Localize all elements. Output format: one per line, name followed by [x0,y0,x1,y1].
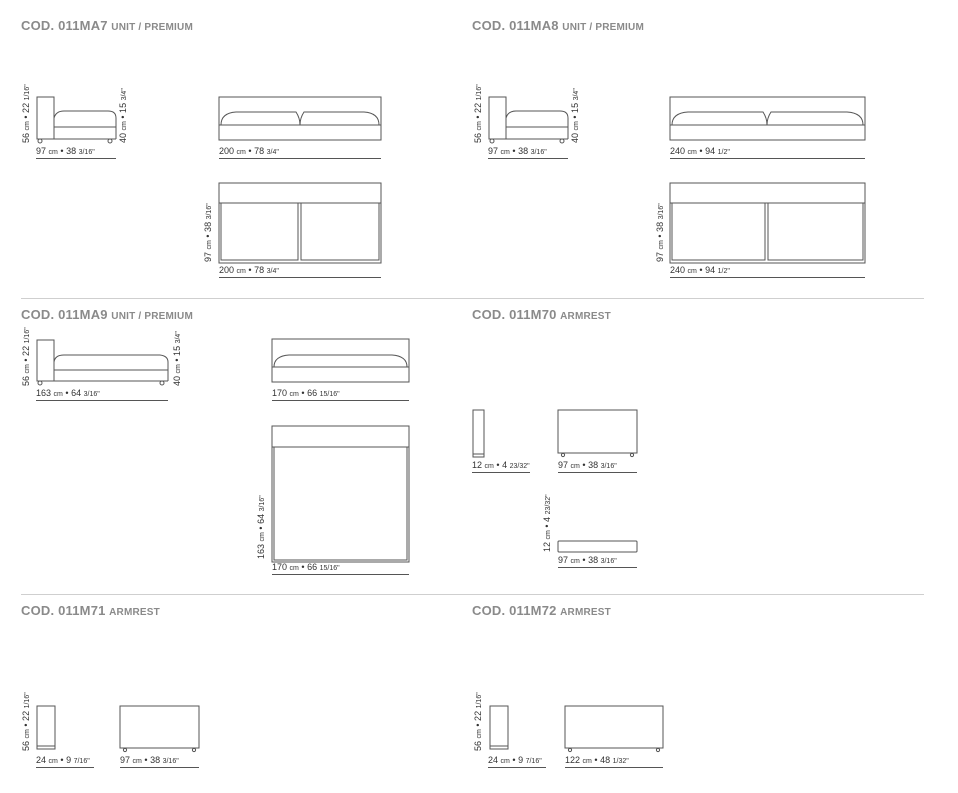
product-kind: ARMREST [109,607,160,618]
product-kind: UNIT / PREMIUM [111,22,193,33]
width-dimension: 240 cm • 94 1/2" [670,265,865,278]
thickness-dimension: 24 cm • 9 7/16" [488,755,546,768]
side-view-drawing [488,96,569,144]
depth-dimension: 163 cm • 64 3/16" [36,388,168,401]
product-code: COD. 011M70 [472,307,557,322]
section-title-011ma9: COD. 011MA9 UNIT / PREMIUM [21,307,193,322]
section-divider [21,594,924,595]
width-dimension: 170 cm • 66 15/16" [272,562,409,575]
depth-dimension: 97 cm • 38 3/16" [203,203,213,262]
section-title-011m70: COD. 011M70 ARMREST [472,307,611,322]
top-view-drawing [218,182,382,264]
product-kind: UNIT / PREMIUM [111,311,193,322]
thickness-dimension: 12 cm • 4 23/32" [472,460,530,473]
armrest-front-drawing [564,705,664,753]
height-dimension: 56 cm • 22 1/16" [21,84,31,143]
thickness-dimension: 24 cm • 9 7/16" [36,755,94,768]
width-dimension: 200 cm • 78 3/4" [219,146,381,159]
front-view-drawing [218,96,382,141]
depth-dimension: 97 cm • 38 3/16" [488,146,568,159]
depth-dimension: 97 cm • 38 3/16" [120,755,199,768]
depth-dimension: 97 cm • 38 3/16" [36,146,116,159]
height-dimension: 56 cm • 22 1/16" [21,692,31,751]
height-dimension: 56 cm • 22 1/16" [21,327,31,386]
product-kind: UNIT / PREMIUM [562,22,644,33]
depth-dimension: 97 cm • 38 3/16" [655,203,665,262]
height-dimension: 56 cm • 22 1/16" [473,692,483,751]
armrest-side-drawing [36,705,56,750]
armrest-top-drawing [557,540,638,553]
depth-dimension: 97 cm • 38 3/16" [558,460,637,473]
seat-height-dimension: 40 cm • 15 3/4" [172,331,182,386]
product-code: COD. 011M72 [472,603,557,618]
top-view-drawing [271,425,410,563]
armrest-side-drawing [489,705,509,750]
height-dimension: 56 cm • 22 1/16" [473,84,483,143]
section-title-011ma7: COD. 011MA7 UNIT / PREMIUM [21,18,193,33]
front-view-drawing [669,96,866,141]
armrest-side-drawing [472,409,485,458]
side-view-drawing [36,96,117,144]
height-dimension: 12 cm • 4 23/32" [542,494,552,552]
depth-dimension: 163 cm • 64 3/16" [256,495,266,559]
seat-height-dimension: 40 cm • 15 3/4" [570,88,580,143]
side-view-drawing [36,339,169,386]
section-title-011m71: COD. 011M71 ARMREST [21,603,160,618]
section-title-011m72: COD. 011M72 ARMREST [472,603,611,618]
front-view-drawing [271,338,410,383]
section-divider [21,298,924,299]
depth-dimension: 97 cm • 38 3/16" [558,555,637,568]
top-view-drawing [669,182,866,264]
width-dimension: 170 cm • 66 15/16" [272,388,409,401]
product-code: COD. 011M71 [21,603,106,618]
width-dimension: 240 cm • 94 1/2" [670,146,865,159]
product-kind: ARMREST [560,311,611,322]
product-code: COD. 011MA7 [21,18,108,33]
product-kind: ARMREST [560,607,611,618]
armrest-front-drawing [557,409,638,458]
width-dimension: 200 cm • 78 3/4" [219,265,381,278]
section-title-011ma8: COD. 011MA8 UNIT / PREMIUM [472,18,644,33]
product-code: COD. 011MA8 [472,18,559,33]
depth-dimension: 122 cm • 48 1/32" [565,755,663,768]
product-code: COD. 011MA9 [21,307,108,322]
armrest-front-drawing [119,705,200,753]
seat-height-dimension: 40 cm • 15 3/4" [118,88,128,143]
